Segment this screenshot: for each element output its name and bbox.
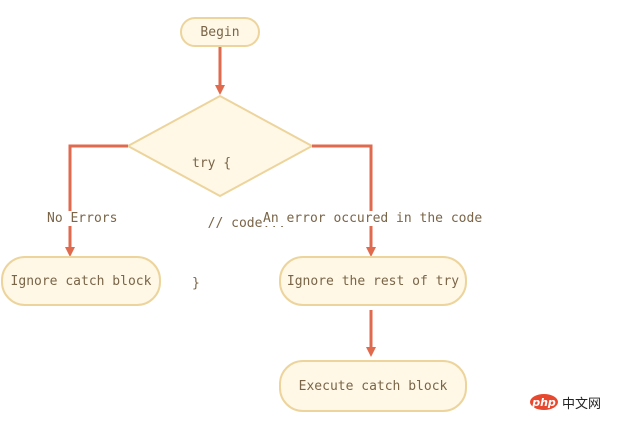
execute-catch-node: Execute catch block [279,360,467,412]
error-occured-label: An error occured in the code [262,211,484,226]
try-decision-diamond [125,94,315,198]
php-logo-badge: php [530,394,558,410]
arrow-no-errors [65,144,128,257]
execute-catch-label: Execute catch block [298,378,448,394]
begin-node: Begin [180,17,260,47]
ignore-rest-node: Ignore the rest of try [279,256,467,306]
try-code-line-1: try { [192,156,232,171]
php-cn-watermark: php 中文网 [530,392,601,412]
no-errors-label: No Errors [46,211,119,226]
php-logo-text: 中文网 [562,396,602,412]
begin-label: Begin [200,24,240,40]
ignore-catch-node: Ignore catch block [1,256,161,306]
try-code-line-3: } [192,276,200,291]
arrow-error-occured [312,144,376,257]
ignore-rest-label: Ignore the rest of try [286,273,460,289]
ignore-catch-label: Ignore catch block [10,273,152,289]
